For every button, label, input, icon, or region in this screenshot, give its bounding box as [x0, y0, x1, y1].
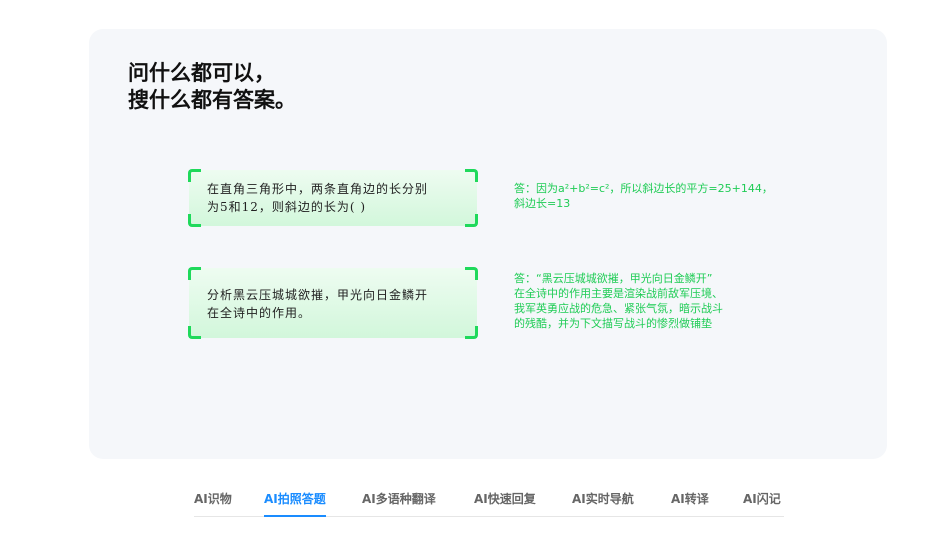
feature-tabs: AI识物 AI拍照答题 AI多语种翻译 AI快速回复 AI实时导航 AI转译 A… — [194, 489, 784, 517]
tab-ai-realtime-navigation[interactable]: AI实时导航 — [572, 492, 634, 506]
question-scan-frame-2: 分析黑云压城城欲摧，甲光向日金鳞开 在全诗中的作用。 — [188, 267, 478, 339]
headline: 问什么都可以， 搜什么都有答案。 — [128, 60, 296, 114]
scan-corner-icon — [188, 214, 201, 227]
scan-corner-icon — [465, 267, 478, 280]
scan-corner-icon — [465, 326, 478, 339]
question-line: 为5和12，则斜边的长为( ) — [207, 200, 367, 214]
scan-corner-icon — [188, 326, 201, 339]
answer-line: 答：“黑云压城城欲摧，甲光向日金鳞开” — [514, 272, 713, 285]
question-text-2: 分析黑云压城城欲摧，甲光向日金鳞开 在全诗中的作用。 — [207, 286, 463, 322]
answer-line: 的残酷，并为下文描写战斗的惨烈做铺垫 — [514, 317, 712, 330]
answer-text-1: 答：因为a²+b²=c²，所以斜边长的平方=25+144， 斜边长=13 — [514, 181, 773, 211]
answer-line: 斜边长=13 — [514, 197, 571, 210]
question-line: 在直角三角形中，两条直角边的长分别 — [207, 182, 429, 196]
scan-corner-icon — [465, 169, 478, 182]
answer-text-2: 答：“黑云压城城欲摧，甲光向日金鳞开” 在全诗中的作用主要是渲染战前敌军压境、 … — [514, 271, 723, 331]
answer-line: 答：因为a²+b²=c²，所以斜边长的平方=25+144， — [514, 182, 773, 195]
scan-corner-icon — [465, 214, 478, 227]
scan-corner-icon — [188, 267, 201, 280]
tab-ai-multilingual-translate[interactable]: AI多语种翻译 — [362, 492, 436, 506]
tab-ai-object-recognition[interactable]: AI识物 — [194, 492, 232, 506]
tab-ai-flash-note[interactable]: AI闪记 — [743, 492, 781, 506]
scan-corner-icon — [188, 169, 201, 182]
question-line: 分析黑云压城城欲摧，甲光向日金鳞开 — [207, 288, 429, 302]
tab-ai-photo-answer[interactable]: AI拍照答题 — [264, 489, 326, 517]
headline-line-2: 搜什么都有答案。 — [128, 88, 296, 112]
headline-line-1: 问什么都可以， — [128, 61, 275, 85]
answer-line: 我军英勇应战的危急、紧张气氛，暗示战斗 — [514, 302, 723, 315]
tab-ai-transcribe[interactable]: AI转译 — [671, 492, 709, 506]
feature-card — [89, 29, 887, 459]
question-text-1: 在直角三角形中，两条直角边的长分别 为5和12，则斜边的长为( ) — [207, 180, 463, 216]
question-line: 在全诗中的作用。 — [207, 306, 312, 320]
answer-line: 在全诗中的作用主要是渲染战前敌军压境、 — [514, 287, 723, 300]
question-scan-frame-1: 在直角三角形中，两条直角边的长分别 为5和12，则斜边的长为( ) — [188, 169, 478, 227]
tab-ai-quick-reply[interactable]: AI快速回复 — [474, 492, 536, 506]
